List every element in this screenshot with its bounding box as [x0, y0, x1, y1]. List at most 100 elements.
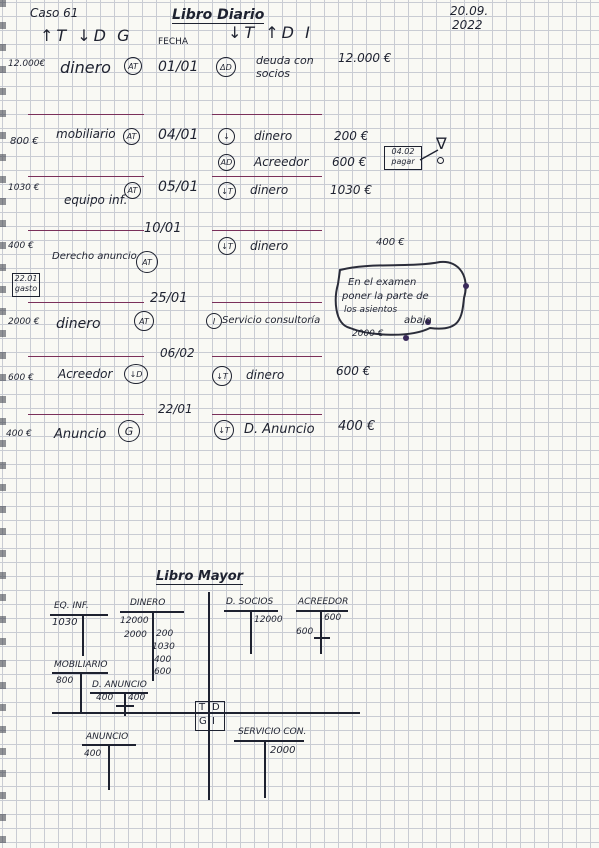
entry4-credit: dinero	[250, 239, 289, 253]
journal-separator	[212, 114, 322, 115]
entry6-debit-code: ↓D	[124, 364, 148, 384]
exam-note-line3: los asientos	[344, 305, 398, 315]
column-header-right: ↓T ↑D I	[228, 23, 313, 42]
note-2201-box: 22.01 gasto	[12, 273, 40, 297]
account-danuncio-debit-1: 400	[96, 693, 114, 703]
entry4-date: 10/01	[144, 221, 182, 236]
ledger-center-vertical	[208, 592, 210, 800]
journal-title: Libro Diario	[172, 7, 265, 24]
entry3-left-amount: 1030 €	[8, 183, 40, 193]
journal-separator	[212, 356, 322, 357]
account-dinero-debit-1: 12000	[120, 616, 149, 626]
entry1-credit: deuda con socios	[256, 54, 314, 81]
entry1-date: 01/01	[158, 59, 199, 75]
note-0402-box: 04.02 pagar	[384, 146, 422, 170]
entry4-debit: Derecho anuncio	[52, 251, 137, 262]
entry3-debit-code: AT	[124, 182, 141, 199]
entry4-debit-code: AT	[136, 251, 158, 273]
spiral-binding	[0, 0, 6, 848]
account-anuncio-debit-1: 400	[84, 749, 102, 759]
entry2-credit: dinero	[254, 129, 293, 143]
entry5-amount: 2000 €	[352, 329, 384, 339]
account-mobiliario-debit-1: 800	[56, 676, 74, 686]
account-dinero-credit-4: 600	[154, 667, 172, 677]
note-0402-line1: 04.02	[391, 147, 415, 156]
entry4-credit-code: ↓T	[218, 237, 236, 255]
column-header-fecha: FECHA	[158, 37, 189, 47]
date-line1: 20.09.	[450, 4, 489, 18]
exam-note-line1: En el examen	[348, 277, 417, 288]
account-dinero-credit-3: 400	[154, 655, 172, 665]
column-header-left: ↑T ↓D G	[40, 26, 133, 45]
entry3-debit: equipo inf.	[64, 193, 128, 207]
entry7-left-amount: 400 €	[6, 429, 32, 439]
account-anuncio-name: ANUNCIO	[86, 732, 129, 742]
entry3-credit-code: ↓T	[218, 182, 236, 200]
account-dinero-credit-2: 1030	[152, 642, 175, 652]
account-dinero-debit-2: 2000	[124, 630, 147, 640]
entry3-amount: 1030 €	[330, 183, 372, 197]
small-circle-icon	[437, 157, 444, 164]
entry6-left-amount: 600 €	[8, 373, 34, 383]
journal-separator	[28, 302, 144, 303]
entry2-debit-code: AT	[123, 128, 140, 145]
journal-separator	[212, 230, 322, 231]
account-dsocios-credit-1: 12000	[254, 615, 283, 625]
note-2201-line2: gasto	[14, 284, 38, 293]
ledger-title: Libro Mayor	[156, 569, 244, 585]
account-dsocios-name: D. SOCIOS	[226, 597, 274, 607]
center-box-d: D	[212, 702, 220, 713]
entry7-amount: 400 €	[338, 419, 376, 434]
account-dinero-name: DINERO	[130, 598, 166, 608]
entry6-debit: Acreedor	[58, 367, 113, 381]
case-title: Caso 61	[30, 6, 79, 20]
entry2b-amount: 600 €	[332, 155, 367, 169]
triangle-symbol: ∇	[436, 134, 447, 153]
note-0402-line2: pagar	[391, 157, 415, 166]
account-danuncio-credit-1: 400	[128, 693, 146, 703]
journal-separator	[28, 114, 144, 115]
entry1-amount: 12.000 €	[338, 51, 392, 65]
entry2-amount: 200 €	[334, 129, 369, 143]
center-box-t: T	[199, 702, 206, 713]
entry4-amount: 400 €	[376, 237, 405, 248]
entry1-debit: dinero	[60, 58, 111, 77]
account-acreedor-debit-1: 600	[296, 627, 314, 637]
entry5-credit: Servicio consultoría	[222, 315, 321, 326]
entry5-date: 25/01	[150, 291, 188, 306]
account-servicio-name: SERVICIO CON.	[238, 727, 307, 737]
journal-separator	[212, 302, 322, 303]
account-servicio-credit-1: 2000	[270, 745, 296, 756]
entry2-left-amount: 800 €	[10, 136, 39, 147]
entry3-credit: dinero	[250, 183, 289, 197]
center-box-g: G	[199, 716, 207, 727]
entry3-date: 05/01	[158, 179, 199, 195]
account-acreedor-name: ACREEDOR	[298, 597, 349, 607]
arrow-icon	[419, 149, 439, 161]
entry6-date: 06/02	[160, 346, 195, 360]
entry5-debit: dinero	[56, 316, 101, 332]
entry5-credit-code: I	[206, 313, 222, 329]
entry2-date: 04/01	[158, 127, 199, 143]
journal-separator	[28, 176, 144, 177]
entry2-debit: mobiliario	[56, 127, 116, 141]
date-line2: 2022	[452, 18, 483, 32]
note-2201-line1: 22.01	[14, 274, 38, 283]
entry5-left-amount: 2000 €	[8, 317, 40, 327]
account-eq-inf-debit-1: 1030	[52, 617, 78, 628]
entry6-credit-code: ↓T	[212, 366, 232, 386]
entry2-credit-code: ↓	[218, 128, 235, 145]
entry1-debit-code: AT	[124, 57, 142, 75]
entry5-debit-code: AT	[134, 311, 154, 331]
account-dinero-credit-1: 200	[156, 629, 174, 639]
entry7-debit-code: G	[118, 420, 140, 442]
entry1-credit-code: ΔD	[216, 57, 236, 77]
exam-note-cloud	[334, 260, 469, 341]
entry6-amount: 600 €	[336, 364, 371, 378]
entry7-credit: D. Anuncio	[244, 422, 315, 437]
account-danuncio-name: D. ANUNCIO	[92, 680, 147, 690]
entry7-credit-code: ↓T	[214, 420, 234, 440]
journal-separator	[28, 356, 144, 357]
account-eq-inf-name: EQ. INF.	[54, 601, 89, 611]
